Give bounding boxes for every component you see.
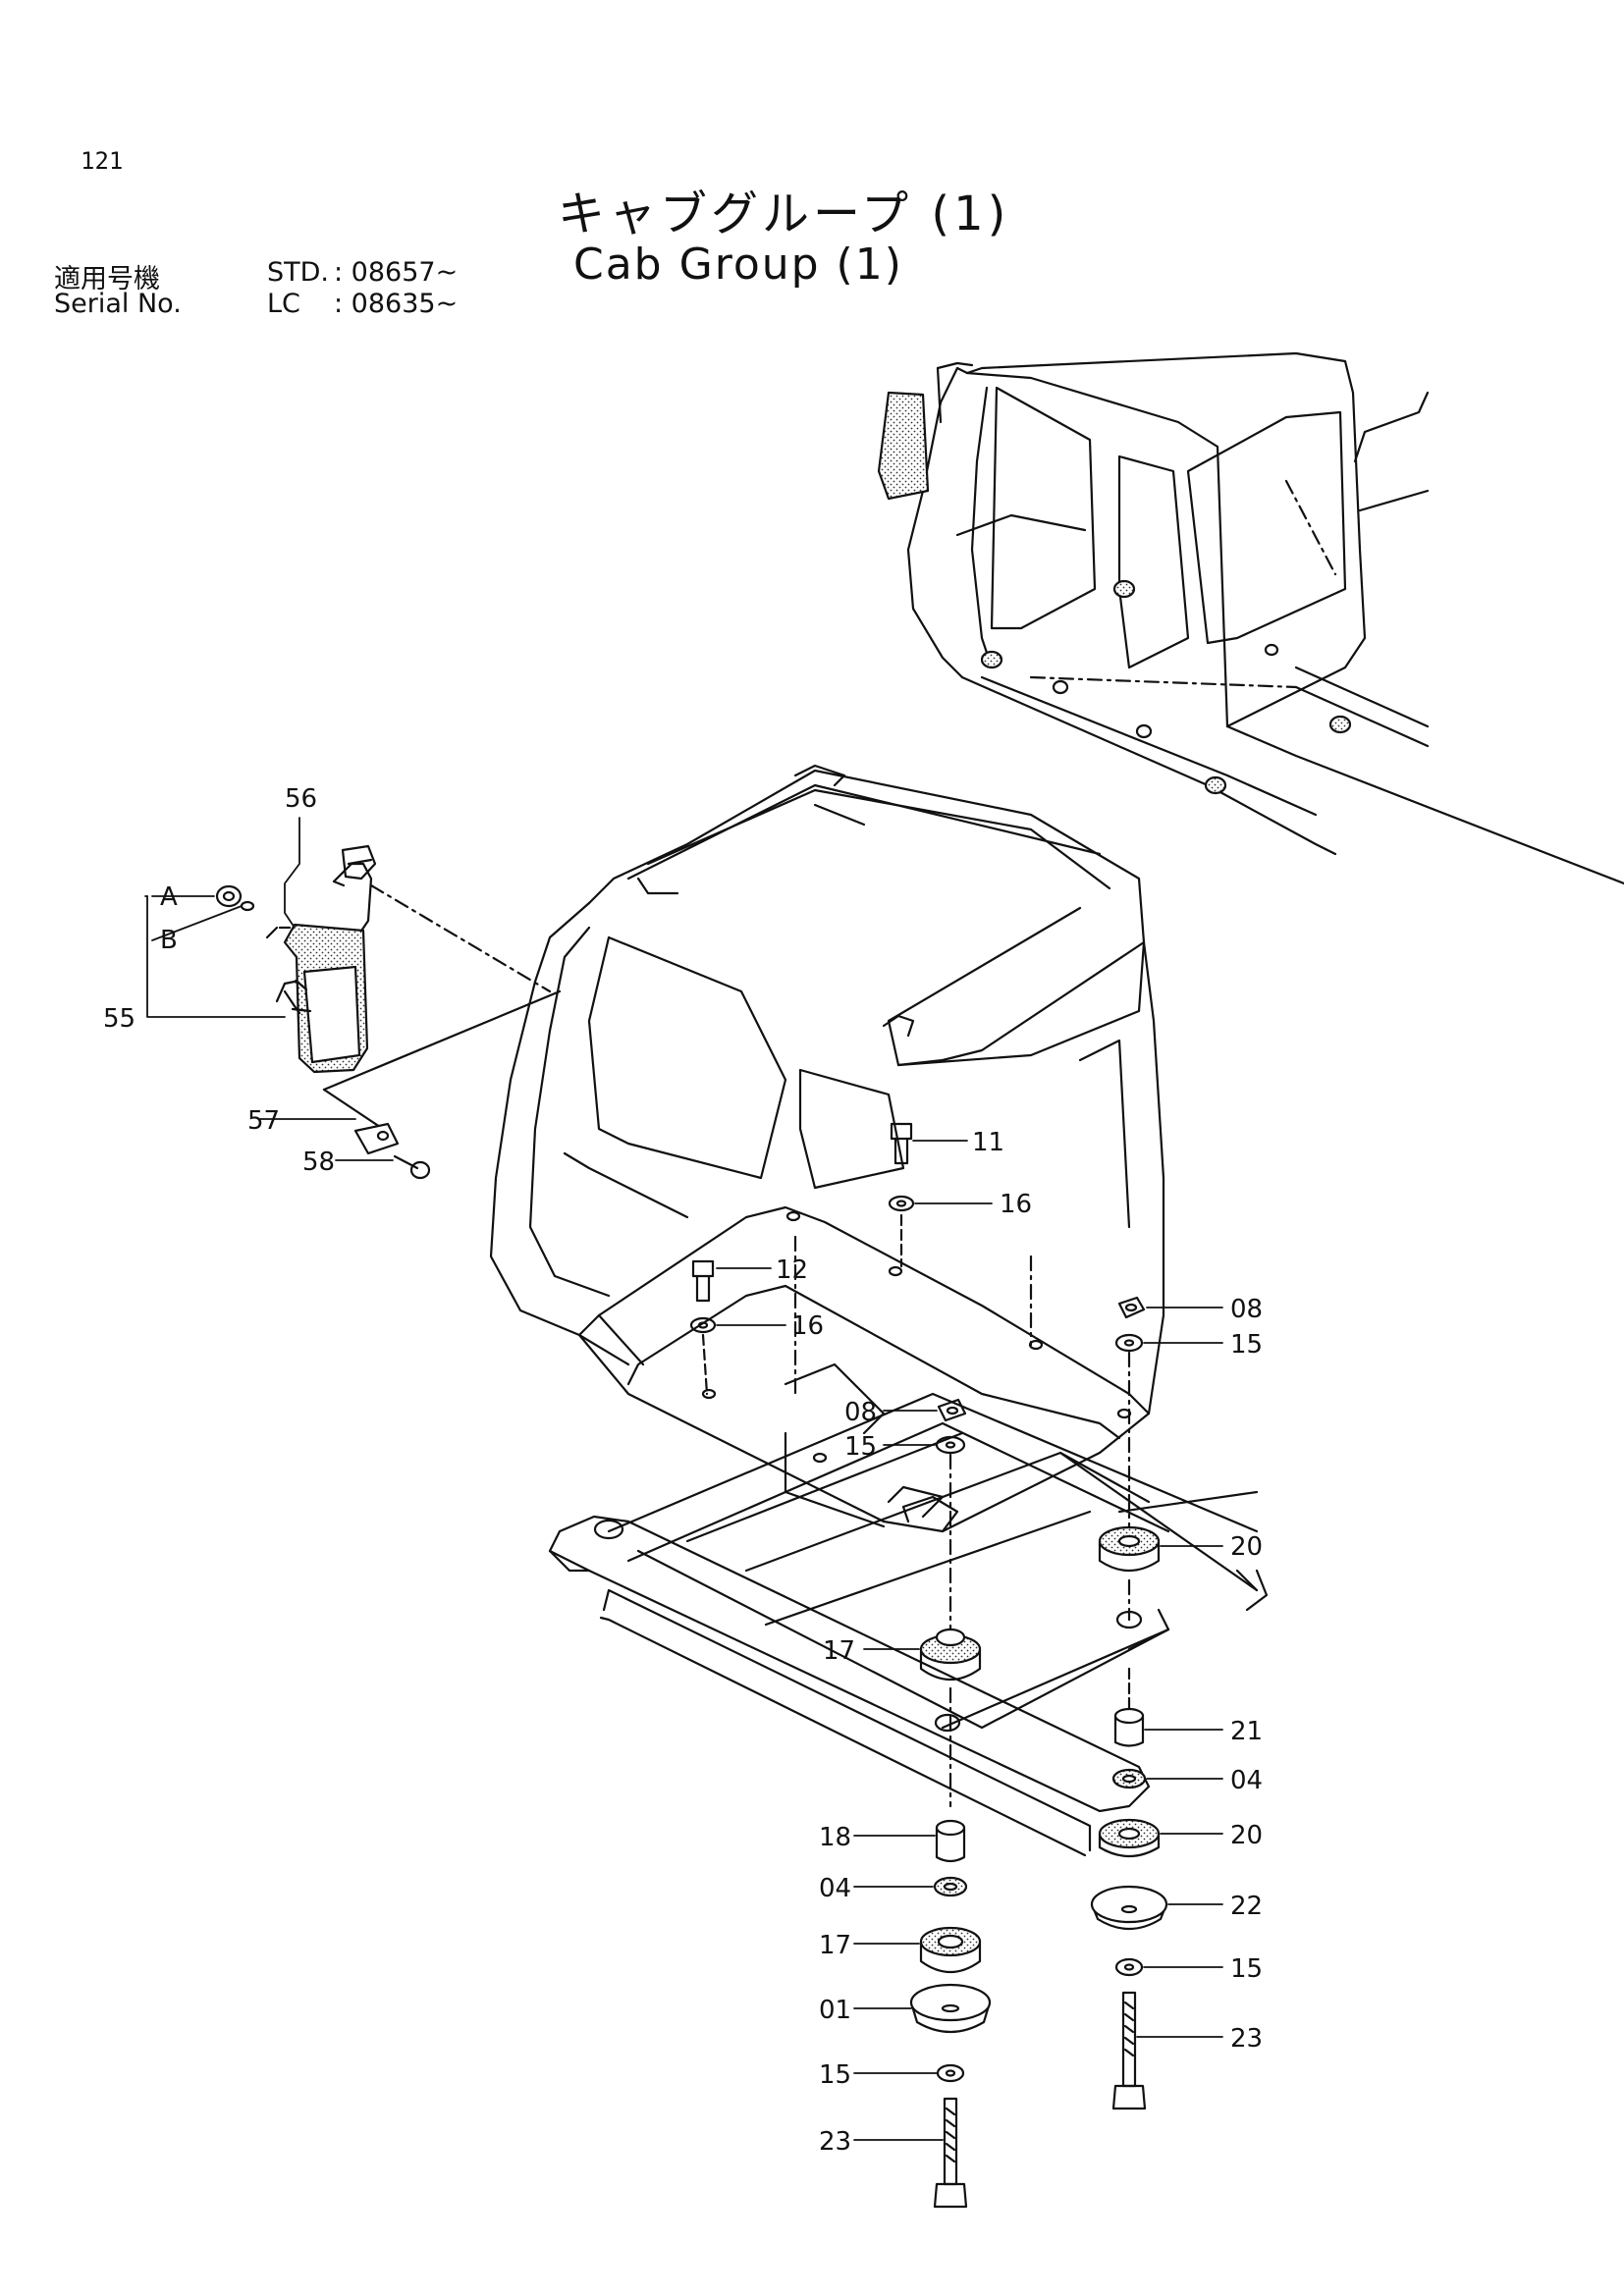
lc-model: LC [267, 289, 300, 319]
callout-08-right: 08 [1230, 1295, 1263, 1324]
callout-16-upper: 16 [1000, 1190, 1032, 1219]
callout-16-lower: 16 [791, 1311, 824, 1341]
serial-label-jp: 適用号機 [54, 264, 160, 294]
callout-21: 21 [1230, 1717, 1263, 1746]
title-japanese: キャブグループ (1) [558, 187, 1010, 241]
callout-58: 58 [302, 1148, 335, 1177]
callout-04-left: 04 [819, 1874, 851, 1903]
callout-01: 01 [819, 1996, 851, 2025]
callout-b: B [160, 926, 178, 955]
callout-23-left: 23 [819, 2127, 851, 2157]
lc-serial-range: : 08635~ [334, 289, 459, 319]
mirror-assembly [215, 844, 562, 1180]
callout-12: 12 [776, 1255, 808, 1285]
callout-55: 55 [103, 1004, 135, 1034]
callout-15-right: 15 [1230, 1330, 1263, 1360]
callout-labels: 56 A B 55 57 58 11 16 12 16 08 15 08 15 … [103, 784, 1263, 2157]
serial-label-en: Serial No. [54, 289, 182, 319]
callout-11: 11 [972, 1128, 1004, 1157]
callout-15-lower-right: 15 [1230, 1954, 1263, 1984]
page-number: 121 [81, 147, 124, 175]
callout-a: A [160, 882, 178, 912]
callout-15-lower-left: 15 [819, 2060, 851, 2090]
std-serial-range: : 08657~ [334, 257, 459, 288]
installed-cab-view [877, 351, 1624, 885]
std-model: STD. [267, 257, 330, 288]
callout-20-lower: 20 [1230, 1821, 1263, 1850]
callout-22: 22 [1230, 1892, 1263, 1921]
leader-lines [144, 817, 1223, 2141]
frame-rails [548, 1362, 1269, 1857]
callout-17-lower: 17 [819, 1931, 851, 1960]
cab-shell [489, 764, 1165, 1533]
title-english: Cab Group (1) [573, 240, 903, 290]
callout-08-center: 08 [844, 1398, 877, 1427]
callout-56: 56 [285, 784, 317, 814]
callout-18: 18 [819, 1823, 851, 1852]
callout-04-right: 04 [1230, 1766, 1263, 1795]
callout-20-upper: 20 [1230, 1532, 1263, 1562]
callout-23-right: 23 [1230, 2024, 1263, 2054]
callout-57: 57 [247, 1106, 280, 1136]
mount-parts [689, 1122, 1168, 2209]
callout-17-upper: 17 [823, 1636, 855, 1666]
callout-15-center: 15 [844, 1432, 877, 1462]
